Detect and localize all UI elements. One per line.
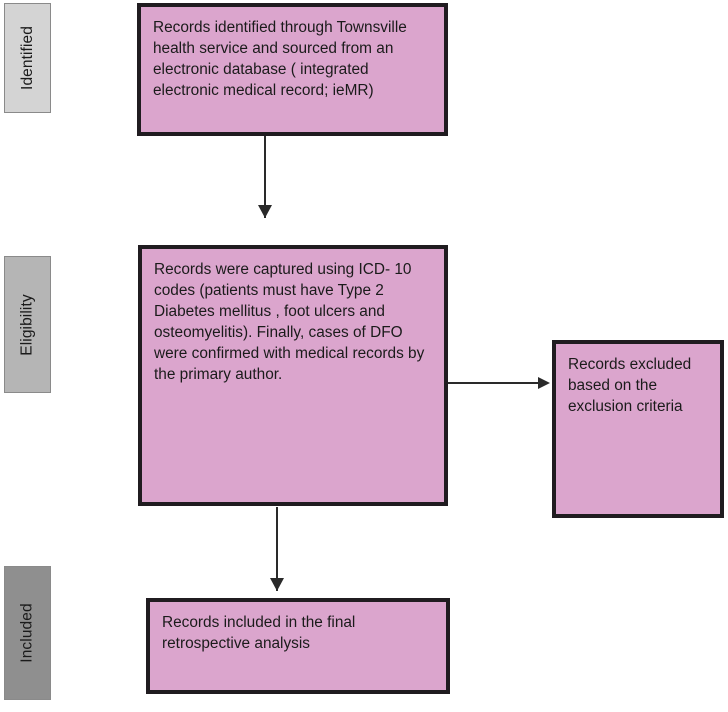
arrow-down-icon [270,578,284,591]
connector-line [264,136,266,218]
box-records-identified: Records identified through Townsville he… [137,3,448,136]
arrow-down-icon [258,205,272,218]
box-records-excluded: Records excluded based on the exclusion … [552,340,724,518]
connector-line [448,382,540,384]
box-records-identified-text: Records identified through Townsville he… [153,19,407,100]
stage-label-included: Included [4,566,51,700]
box-records-captured: Records were captured using ICD- 10 code… [138,245,448,506]
box-records-captured-text: Records were captured using ICD- 10 code… [154,261,425,384]
stage-label-included-text: Included [18,603,36,663]
arrow-right-icon [538,377,550,389]
box-records-included-text: Records included in the final retrospect… [162,614,356,653]
stage-label-identified: Identified [4,3,51,113]
stage-label-eligibility: Eligibility [4,256,51,393]
stage-label-identified-text: Identified [18,26,36,90]
box-records-excluded-text: Records excluded based on the exclusion … [568,356,692,416]
box-records-included: Records included in the final retrospect… [146,598,450,694]
connector-line [276,507,278,591]
stage-label-eligibility-text: Eligibility [18,293,36,356]
